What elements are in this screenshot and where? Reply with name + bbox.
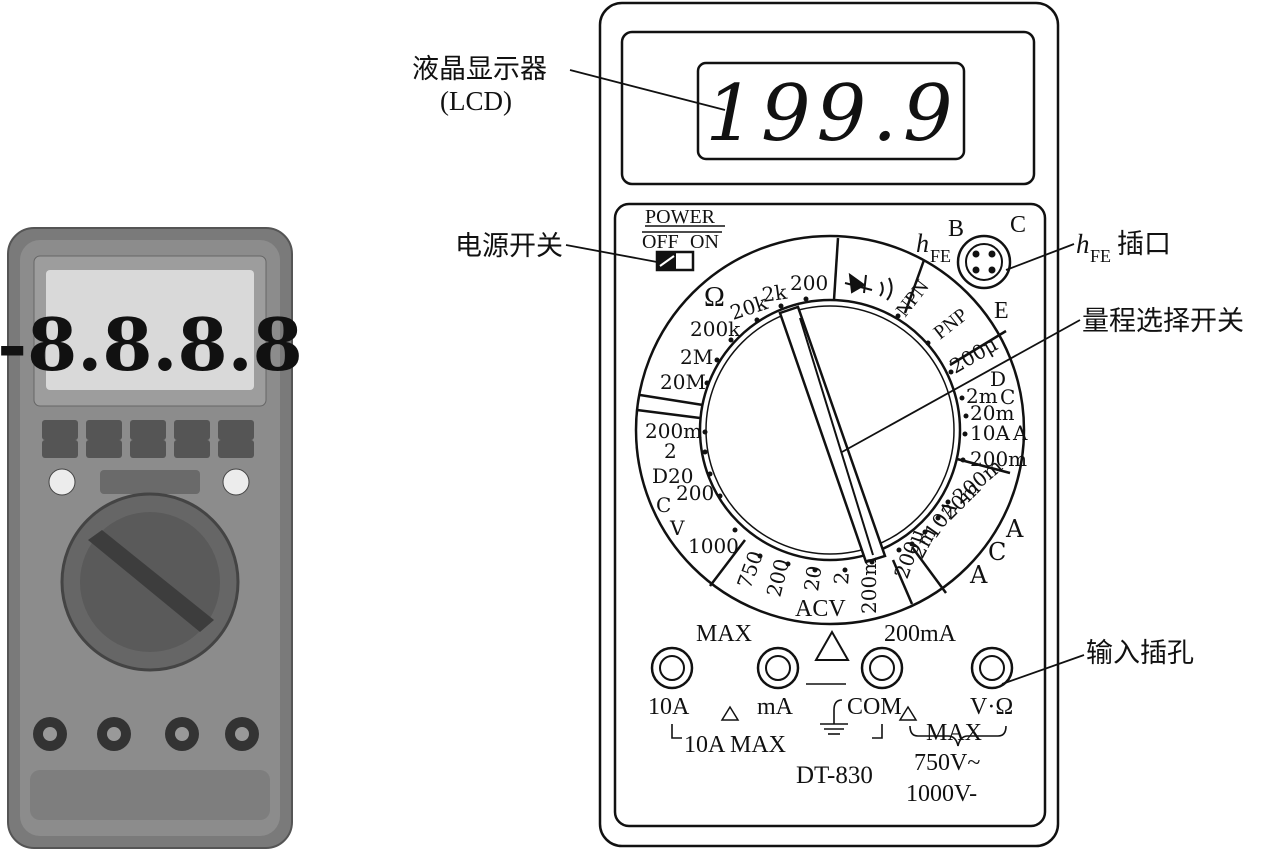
vmax-dc: 1000V- xyxy=(906,781,977,807)
dcv-letter-d: D xyxy=(652,464,668,488)
callout-hfe-text: 插口 xyxy=(1117,229,1171,260)
leader-range xyxy=(841,319,1081,453)
pin-b-label: B xyxy=(948,216,964,242)
dca-range-20m: 20m xyxy=(970,401,1014,425)
acv-label: ACV xyxy=(795,596,846,622)
callout-power: 电源开关 xyxy=(455,231,563,262)
leader-lcd xyxy=(569,69,726,111)
dca-letter-a: A xyxy=(1012,421,1028,445)
dcv-ranges: 200m 2 D 20 200 C V 1000 xyxy=(645,419,739,558)
jack-label-v-ohm: V·Ω xyxy=(970,694,1013,720)
jack-ma[interactable] xyxy=(756,646,800,690)
ohm-range-2M: 2M xyxy=(680,345,713,369)
jack-com[interactable] xyxy=(860,646,904,690)
dca-letter-c: C xyxy=(1000,385,1015,409)
aca-letter-a1: A xyxy=(1005,515,1024,543)
callout-input-jack: 输入插孔 xyxy=(1086,638,1194,669)
ohm-symbol: Ω xyxy=(704,282,725,313)
vmax-label: MAX xyxy=(926,720,982,746)
lcd-window xyxy=(696,61,966,161)
jack-label-10a: 10A xyxy=(648,694,690,720)
leader-power xyxy=(565,244,658,263)
pin-c-label: C xyxy=(1010,212,1026,238)
diode-buzzer-icon xyxy=(844,272,893,301)
power-off-label: OFF xyxy=(642,231,679,253)
dcv-range-200: 200 xyxy=(676,481,714,505)
dcv-range-1000: 1000 xyxy=(688,534,739,558)
warning-triangle-icon xyxy=(814,629,850,661)
acv-range-20: 20 xyxy=(799,564,826,593)
power-title: POWER xyxy=(645,206,716,228)
photo-input-jacks xyxy=(33,717,259,751)
tenA-max-label: 10A MAX xyxy=(684,732,786,758)
aca-letter-c: C xyxy=(988,538,1006,566)
dcv-letter-c: C xyxy=(656,493,671,517)
callout-hfe-h: h xyxy=(1076,229,1090,259)
dcv-range-2: 2 xyxy=(664,439,677,463)
range-selector[interactable] xyxy=(634,234,1026,626)
model-label: DT-830 xyxy=(796,762,873,789)
dcv-range-200m: 200m xyxy=(645,419,702,443)
callout-range-switch: 量程选择开关 xyxy=(1082,306,1244,337)
max-label: MAX xyxy=(696,621,752,647)
jack-v-ohm[interactable] xyxy=(970,646,1014,690)
jack-label-ma: mA xyxy=(757,694,794,720)
hfe-socket[interactable] xyxy=(956,234,1012,290)
leader-hfe xyxy=(1005,243,1075,271)
dca-range-10A: 10A xyxy=(970,421,1010,445)
vmax-ac: 750V~ xyxy=(914,750,980,776)
mode-pnp: PNP xyxy=(930,304,972,344)
hfe-panel-sub: FE xyxy=(930,246,951,266)
meter-case xyxy=(598,1,1060,848)
hfe-panel-h: h xyxy=(916,229,929,258)
jack-label-com: COM xyxy=(847,694,902,720)
callout-lcd-en: (LCD) xyxy=(440,86,512,116)
ohm-range-20M: 20M xyxy=(660,370,706,394)
acv-range-200m: 200m xyxy=(857,557,881,614)
dcv-range-20: 20 xyxy=(668,464,693,488)
leader-input xyxy=(1001,654,1085,685)
selector-pointer xyxy=(778,305,887,564)
aca-letter-a2: A xyxy=(969,561,988,589)
display-bezel xyxy=(620,30,1036,186)
multimeter-photo: -8.8.8.8 xyxy=(0,227,303,849)
ohm-range-200: 200 xyxy=(790,271,828,295)
input-jacks: MAX 200mA 10A mA COM V·Ω xyxy=(648,621,1014,807)
dca-ranges: 200μ D 2m C 20m 10A A 200m xyxy=(946,332,1029,471)
front-panel xyxy=(613,202,1047,828)
ground-icon xyxy=(820,699,848,735)
photo-display-digits: -8.8.8.8 xyxy=(0,302,303,387)
dca-range-200m: 200m xyxy=(970,447,1027,471)
jack-10a[interactable] xyxy=(650,646,694,690)
dt830-drawing xyxy=(598,1,1060,848)
callout-hfe-sub: FE xyxy=(1090,246,1111,266)
dca-range-2m: 2m xyxy=(966,384,998,408)
power-on-label: ON xyxy=(690,231,719,253)
pin-e-label: E xyxy=(994,298,1009,324)
ma-max-label: 200mA xyxy=(884,621,957,647)
power-switch: POWER OFF ON xyxy=(642,206,725,272)
dcv-letter-v: V xyxy=(669,516,685,540)
photo-lcd xyxy=(46,270,254,390)
ohm-range-200k: 200k xyxy=(690,317,741,341)
dca-letter-d: D xyxy=(990,367,1006,391)
callout-lcd: 液晶显示器 xyxy=(412,54,547,85)
ohm-range-2k: 2k xyxy=(760,280,789,307)
acv-range-2: 2 xyxy=(829,571,854,585)
lcd-reading: 199.9 xyxy=(705,69,958,159)
